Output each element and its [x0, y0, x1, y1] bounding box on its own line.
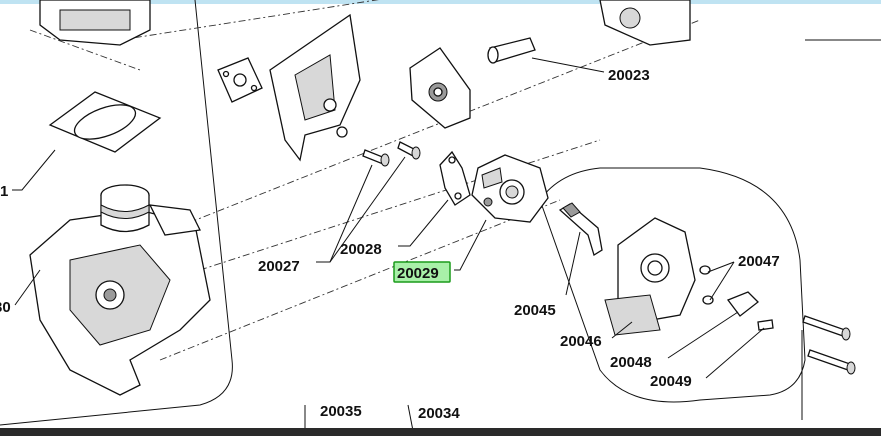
carburetor-20029 — [471, 154, 549, 223]
heat-shield — [269, 13, 361, 162]
leader-20027-b — [329, 156, 406, 263]
callout-20046: 20046 — [560, 333, 602, 350]
left-section-outline — [0, 0, 233, 426]
callout-20049: 20049 — [650, 373, 692, 390]
callout-20027: 20027 — [258, 258, 300, 275]
crankcase-assembly — [29, 184, 211, 396]
callout-20034: 20034 — [418, 405, 460, 422]
highlight-box-20029 — [393, 261, 451, 283]
callout-20035: 20035 — [320, 403, 362, 420]
callout-20048: 20048 — [610, 354, 652, 371]
leader-20029 — [454, 219, 487, 271]
tube-part-20023 — [487, 37, 536, 64]
filter-element-20048 — [726, 291, 759, 317]
top-border-strip — [0, 0, 881, 4]
cylinder-gasket — [48, 91, 162, 153]
gasket-20028 — [439, 150, 471, 206]
leader-20028 — [398, 199, 449, 247]
small-gasket — [217, 57, 263, 103]
callout-left-1: 1 — [0, 183, 8, 200]
callout-20029[interactable]: 20029 — [397, 265, 439, 282]
spacer-block — [409, 47, 471, 129]
callout-20028: 20028 — [340, 241, 382, 258]
bolts-20027 — [362, 141, 421, 167]
leader-20047-a — [707, 261, 735, 273]
leader-left-30 — [14, 269, 41, 306]
callout-20045: 20045 — [514, 302, 556, 319]
leader-20023 — [531, 57, 605, 73]
bottom-border-strip — [0, 428, 881, 436]
leader-20045 — [565, 231, 581, 296]
leader-20049 — [705, 327, 765, 379]
leader-20048 — [667, 311, 739, 359]
top-left-intake-part — [39, 0, 151, 46]
leader-20047-b — [709, 261, 735, 301]
choke-lever-20045 — [558, 202, 603, 257]
callout-20047: 20047 — [738, 253, 780, 270]
long-bolts — [802, 315, 856, 375]
spacers-20047 — [699, 265, 714, 305]
callout-20023: 20023 — [608, 67, 650, 84]
top-right-engine-part — [599, 0, 691, 46]
callout-left-30: 30 — [0, 299, 11, 316]
leader-left-1 — [12, 149, 56, 191]
air-filter-base-20046 — [604, 217, 696, 336]
leader-20046 — [611, 321, 633, 339]
screw-20049 — [757, 319, 774, 331]
